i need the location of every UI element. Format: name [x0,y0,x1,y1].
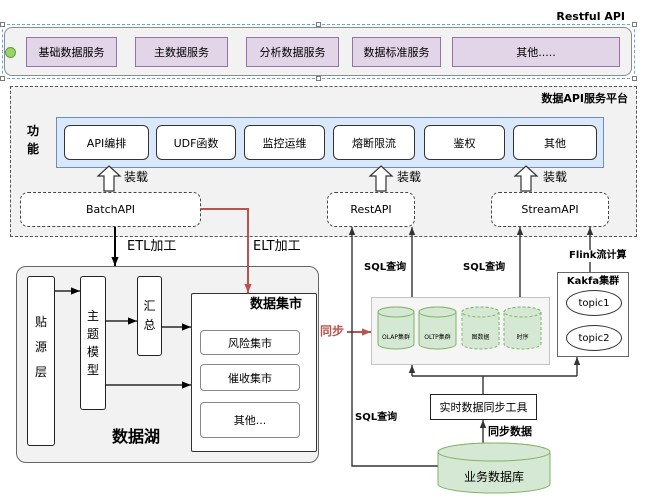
function-udf: UDF函数 [156,125,236,160]
load-label-batch: 装载 [124,170,149,184]
service-basic-data: 基础数据服务 [26,37,117,67]
stream-api-box: StreamAPI [491,192,609,227]
kafka-topic-1: topic1 [566,290,622,316]
topic-model-label: 主题模型 [87,309,100,377]
business-db-label: 业务数据库 [463,470,524,484]
kafka-topic-2: topic2 [566,325,622,351]
function-api-orchestration: API编排 [64,125,149,160]
connection-point-icon[interactable] [5,47,16,58]
sync-label: 同步 [320,324,345,338]
selection-outline [2,24,635,79]
sql-label-rest: SQL查询 [364,262,407,273]
cluster-label-oltp: OLTP集群 [424,334,451,341]
selection-handle-bottom-right[interactable] [632,76,637,81]
sync-data-label: 同步数据 [488,425,532,438]
selection-handle-bottom-left[interactable] [0,76,5,81]
function-monitoring: 监控运维 [244,125,325,160]
load-label-stream: 装载 [543,170,568,184]
storage-cluster-panel [371,297,550,365]
etl-label: ETL加工 [127,239,177,254]
data-mart-title: 数据集市 [250,297,303,312]
function-other: 其他 [513,125,597,160]
load-label-rest: 装载 [397,170,422,184]
mart-item-collection: 催收集市 [200,364,300,391]
rest-api-box: RestAPI [327,192,415,227]
sql-label-stream: SQL查询 [463,262,506,273]
function-auth: 鉴权 [424,125,505,160]
elt-label: ELT加工 [253,239,301,254]
topic-model-box: 主题模型 [80,276,106,410]
service-analytics-data: 分析数据服务 [246,37,339,67]
data-lake-title: 数据湖 [112,427,161,446]
mart-item-other: 其他... [200,402,300,438]
flink-label: Flink流计算 [568,250,628,262]
selection-handle-top-left[interactable] [0,22,5,27]
cluster-label-olap: OLAP集群 [382,334,410,341]
api-platform-title: 数据API服务平台 [541,92,628,105]
realtime-sync-tool-box: 实时数据同步工具 [430,394,537,420]
cluster-label-graph: 图数据 [471,334,490,341]
summary-box: 汇总 [137,276,162,356]
function-circuit-breaker: 熔断限流 [333,125,415,160]
cluster-label-timeseries: 时序 [516,334,529,341]
kafka-title: Kakfa集群 [566,276,620,287]
functions-label: 功能 [27,124,40,156]
service-data-standard: 数据标准服务 [352,37,441,67]
source-layer-box: 贴源层 [27,276,55,446]
selection-handle-top-center[interactable] [316,22,321,27]
sql-label-business-db: SQL查询 [355,412,398,423]
restful-api-title: Restful API [556,10,625,23]
batch-api-box: BatchAPI [20,192,201,227]
business-db-cylinder [437,442,551,494]
source-layer-label: 贴源层 [35,314,48,379]
summary-label: 汇总 [143,299,156,332]
service-other: 其他..... [452,37,620,67]
sync-tool-connector [412,375,577,394]
service-master-data: 主数据服务 [135,37,228,67]
mart-item-risk: 风险集市 [200,330,300,355]
selection-handle-bottom-center[interactable] [316,76,321,81]
selection-handle-top-right[interactable] [632,22,637,27]
